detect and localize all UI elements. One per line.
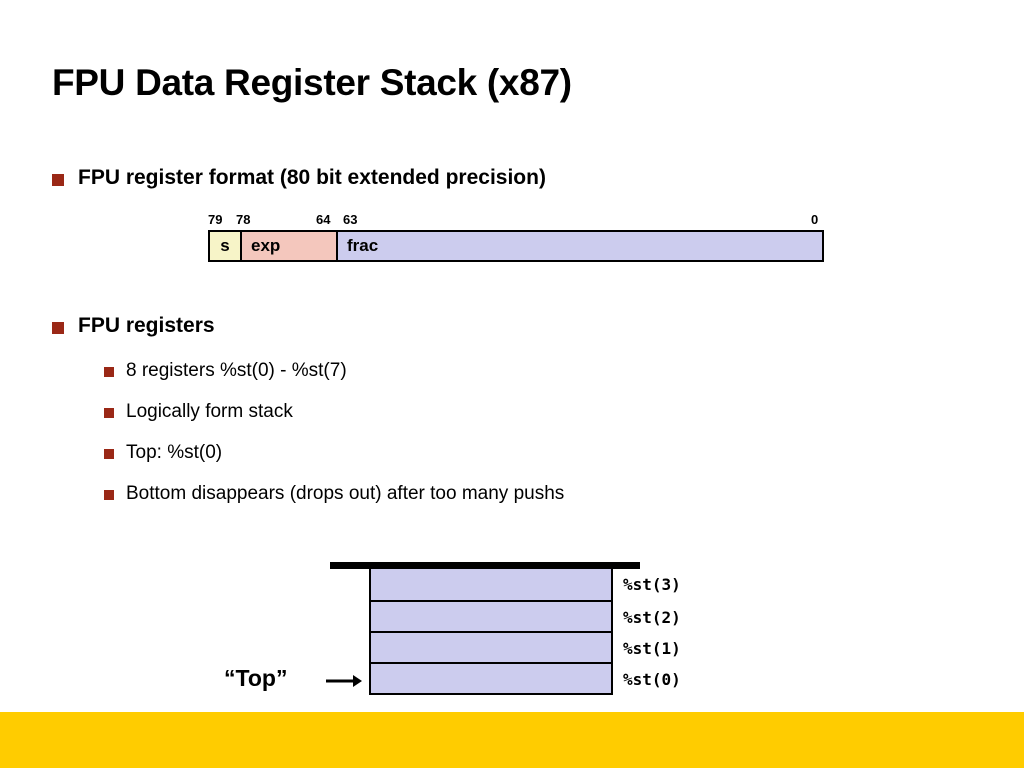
subbullet-label: 8 registers %st(0) - %st(7) — [126, 360, 347, 381]
footer-bar — [0, 712, 1024, 768]
bit-label-64: 64 — [316, 212, 331, 227]
bullet-square-icon — [104, 449, 114, 459]
subbullet-label: Bottom disappears (drops out) after too … — [126, 483, 565, 504]
subbullet-8-registers: 8 registers %st(0) - %st(7) — [104, 360, 347, 382]
bullet-fpu-register-format: FPU register format (80 bit extended pre… — [52, 166, 546, 190]
subbullet-label: Top: %st(0) — [126, 442, 223, 463]
subbullet-label: Logically form stack — [126, 401, 293, 422]
bullet-square-icon — [104, 490, 114, 500]
bit-label-79: 79 — [208, 212, 223, 227]
stack-register-label-st3: %st(3) — [623, 575, 681, 594]
page-title: FPU Data Register Stack (x87) — [52, 62, 572, 103]
stack-cell-st0: %st(0) — [371, 662, 681, 693]
bit-label-63: 63 — [343, 212, 358, 227]
stack-cell-st3: %st(3) — [371, 569, 681, 600]
subbullet-logically-form-stack: Logically form stack — [104, 401, 293, 423]
stack-top-bar — [330, 562, 640, 569]
top-arrow-icon — [326, 675, 362, 687]
bullet-label: FPU register format (80 bit extended pre… — [78, 166, 546, 189]
bit-label-78: 78 — [236, 212, 251, 227]
bit-position-labels: 79 78 64 63 0 — [208, 212, 824, 230]
stack-register-label-st2: %st(2) — [623, 608, 681, 627]
bullet-square-icon — [104, 408, 114, 418]
stack-cell-st2: %st(2) — [371, 600, 681, 631]
register-field-fraction: frac — [338, 232, 822, 260]
bullet-label: FPU registers — [78, 314, 215, 337]
stack-register-label-st1: %st(1) — [623, 639, 681, 658]
stack-cell-st1: %st(1) — [371, 631, 681, 662]
bullet-square-icon — [104, 367, 114, 377]
bit-label-0: 0 — [811, 212, 819, 227]
fpu-stack-diagram: %st(3) %st(2) %st(1) %st(0) “Top” — [224, 562, 681, 695]
bullet-square-icon — [52, 322, 64, 334]
bullet-fpu-registers: FPU registers — [52, 314, 215, 338]
subbullet-top-st0: Top: %st(0) — [104, 442, 222, 464]
bullet-square-icon — [52, 174, 64, 186]
register-field-exponent: exp — [242, 232, 338, 260]
register-field-sign: s — [210, 232, 242, 260]
register-field-row: s exp frac — [208, 230, 824, 262]
register-format-diagram: 79 78 64 63 0 s exp frac — [208, 212, 824, 262]
stack-register-label-st0: %st(0) — [623, 670, 681, 689]
subbullet-bottom-disappears: Bottom disappears (drops out) after too … — [104, 483, 564, 505]
top-annotation-label: “Top” — [224, 665, 288, 691]
stack-cells: %st(3) %st(2) %st(1) %st(0) — [369, 569, 681, 695]
